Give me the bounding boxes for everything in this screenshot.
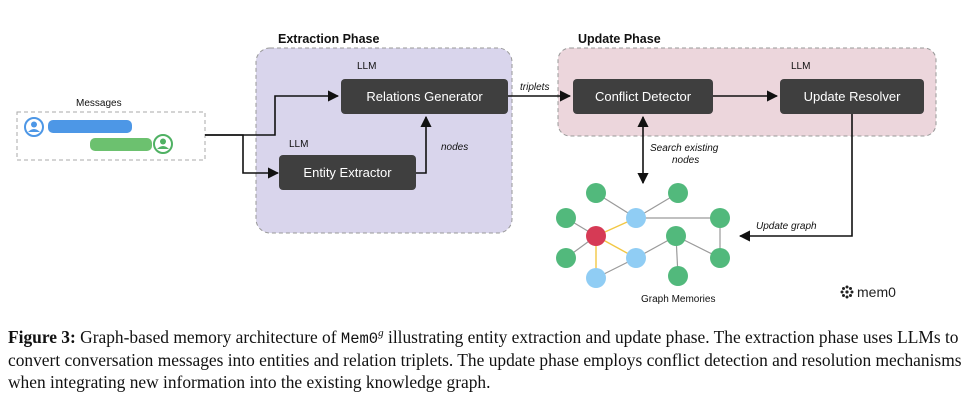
graph-memories: [556, 183, 730, 288]
graph-node: [666, 226, 686, 246]
messages-label: Messages: [76, 98, 122, 109]
nodes-edge-label: nodes: [441, 142, 468, 153]
update-resolver-label: Update Resolver: [804, 89, 901, 104]
update-graph-label: Update graph: [756, 221, 817, 232]
graph-node: [710, 208, 730, 228]
caption-part1: Graph-based memory architecture of: [80, 326, 337, 347]
graph-node: [556, 248, 576, 268]
messages-panel: [16, 111, 206, 161]
caption-system-superscript: g: [378, 327, 384, 339]
memory-architecture-diagram: Extraction Phase Update Phase Messages L…: [16, 32, 937, 305]
update-graph-arrow: [738, 114, 853, 242]
assistant-message-bubble: [90, 138, 152, 151]
graph-nodes: [556, 183, 730, 288]
update-resolver-llm-tag: LLM: [791, 61, 810, 72]
search-existing-label-line1: Search existing: [650, 143, 719, 154]
graph-node: [710, 248, 730, 268]
mem0-logo-text: mem0: [857, 284, 896, 300]
graph-node: [586, 183, 606, 203]
graph-node-new: [586, 226, 606, 246]
graph-node: [668, 266, 688, 286]
graph-node: [626, 248, 646, 268]
graph-node: [586, 268, 606, 288]
assistant-avatar-icon: [153, 134, 173, 154]
entity-extractor-llm-tag: LLM: [289, 139, 308, 150]
triplets-edge-label: triplets: [520, 82, 549, 93]
relations-generator-box: [341, 79, 508, 114]
mem0-logo: mem0: [840, 284, 896, 300]
extraction-phase-title: Extraction Phase: [278, 32, 379, 46]
entity-extractor-box: [279, 155, 416, 190]
caption-part2: illustrating entity extraction and updat…: [8, 326, 962, 392]
graph-highlight-edges: [595, 217, 637, 278]
conflict-detector-box: [573, 79, 713, 114]
graph-node: [556, 208, 576, 228]
search-existing-label-line2: nodes: [672, 155, 699, 166]
update-resolver-box: [780, 79, 924, 114]
update-phase-title: Update Phase: [578, 32, 661, 46]
graph-node: [626, 208, 646, 228]
caption-system-name: Mem0: [340, 329, 379, 348]
graph-node: [668, 183, 688, 203]
messages-connectors: [205, 90, 340, 179]
mem0-logo-icon: [840, 285, 854, 299]
user-message-bubble: [48, 120, 132, 133]
figure-number: Figure 3:: [8, 326, 76, 347]
nodes-arrow: [416, 115, 432, 174]
figure-caption: Figure 3: Graph-based memory architectur…: [8, 323, 963, 393]
entity-extractor-label: Entity Extractor: [303, 165, 392, 180]
user-avatar-icon: [24, 117, 44, 137]
relations-generator-label: Relations Generator: [366, 89, 483, 104]
graph-memories-label: Graph Memories: [641, 294, 715, 305]
conflict-detector-label: Conflict Detector: [595, 89, 692, 104]
relations-generator-llm-tag: LLM: [357, 61, 376, 72]
